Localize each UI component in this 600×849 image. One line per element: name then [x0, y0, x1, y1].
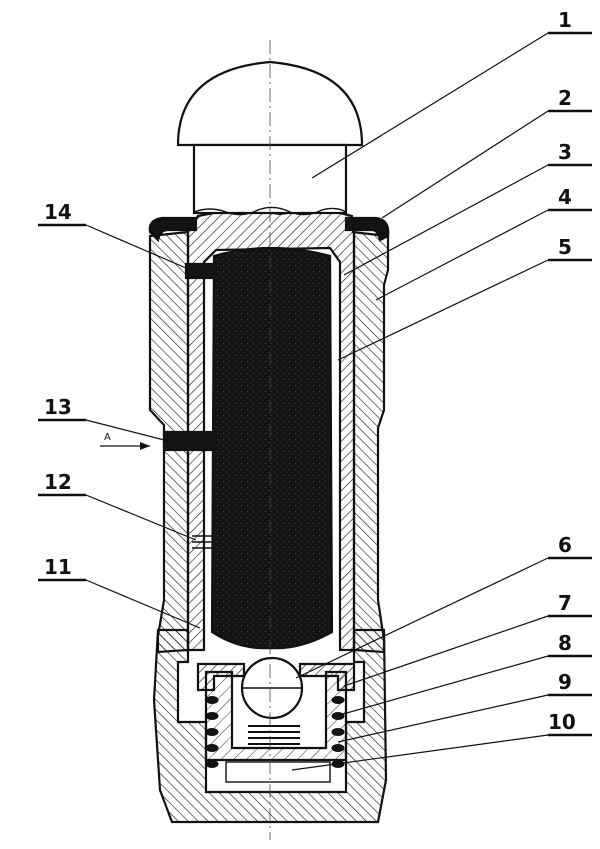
callout-10: 10	[548, 710, 576, 734]
callout-2: 2	[558, 86, 572, 110]
vent-detail	[192, 535, 212, 549]
callout-8: 8	[558, 631, 572, 655]
plunger-stem-break-line	[193, 206, 347, 216]
leader-8	[335, 655, 549, 717]
leader-10	[291, 734, 549, 771]
callout-11: 11	[44, 555, 72, 579]
callout-3: 3	[558, 140, 572, 164]
housing-right-wall	[351, 230, 390, 654]
leader-13	[85, 419, 173, 443]
leader-2	[381, 110, 549, 219]
leader-12	[85, 494, 197, 541]
inner-spring-coils	[248, 725, 300, 745]
leader-9	[337, 694, 549, 743]
leader-11	[85, 579, 201, 629]
outer-spring-coils	[205, 696, 345, 768]
dark-core	[210, 246, 334, 650]
callout-1: 1	[558, 8, 572, 32]
callout-4: 4	[558, 185, 572, 209]
leader-6	[295, 557, 549, 679]
callout-14: 14	[44, 200, 72, 224]
oil-passage-upper	[184, 262, 218, 280]
bottom-chamber	[225, 761, 331, 783]
callout-13: 13	[44, 395, 72, 419]
leader-3	[343, 164, 549, 276]
leader-1	[311, 32, 549, 179]
leader-5	[337, 259, 549, 361]
callout-9: 9	[558, 670, 572, 694]
housing-base	[152, 628, 388, 824]
leader-14	[85, 224, 187, 269]
plunger-dome	[176, 60, 364, 147]
flow-arrowhead	[140, 442, 150, 450]
leader-4	[375, 209, 549, 301]
callout-6: 6	[558, 533, 572, 557]
callout-5: 5	[558, 235, 572, 259]
callout-7: 7	[558, 591, 572, 615]
right-rim-cap	[344, 216, 390, 242]
flow-arrow-label: A	[104, 432, 111, 443]
oil-passage-lower	[162, 430, 218, 452]
callout-12: 12	[44, 470, 72, 494]
leader-7	[343, 615, 549, 687]
